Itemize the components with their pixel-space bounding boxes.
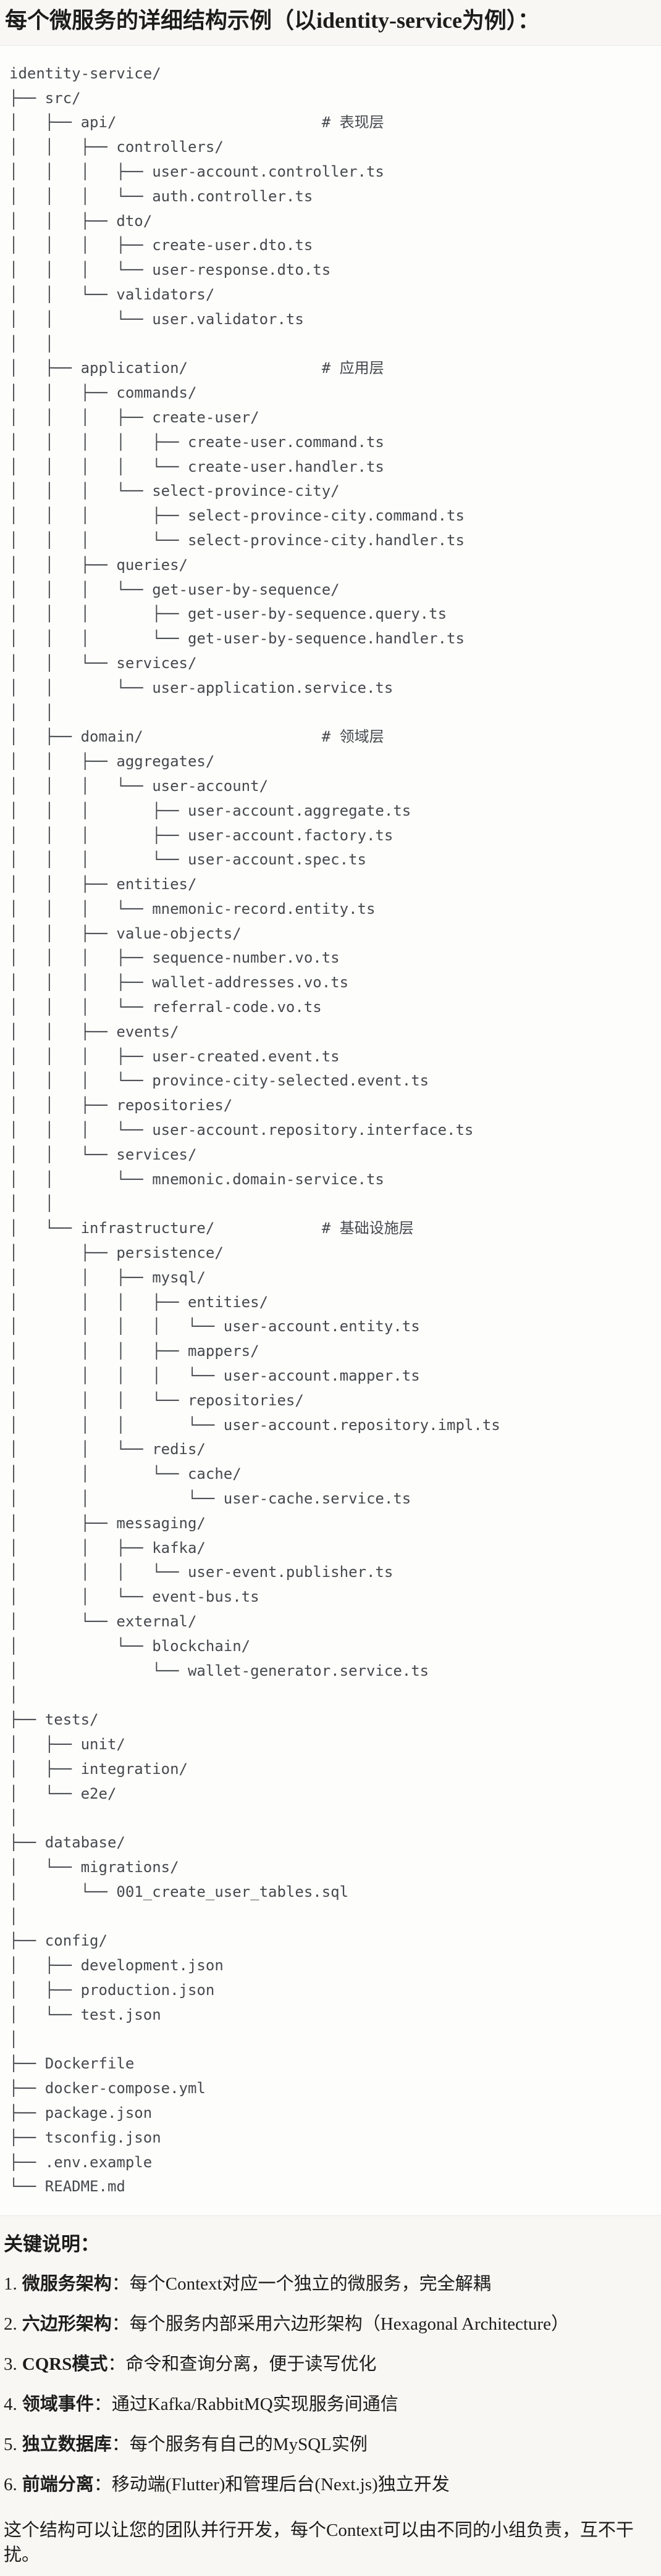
note-item-desc: 命令和查询分离，便于读写优化 [125, 2354, 377, 2375]
page-title: 每个微服务的详细结构示例（以identity-service为例）： [5, 8, 540, 33]
note-item-number: 3. [4, 2354, 17, 2375]
note-item-desc: 移动端(Flutter)和管理后台(Next.js)独立开发 [111, 2475, 450, 2495]
note-item-term: 微服务架构 [22, 2274, 112, 2294]
notes-heading: 关键说明： [4, 2233, 99, 2256]
page-header: 每个微服务的详细结构示例（以identity-service为例）： [0, 0, 661, 35]
note-item-number: 6. [4, 2475, 17, 2495]
note-item-desc: 每个服务有自己的MySQL实例 [129, 2435, 368, 2455]
note-item-separator: ： [111, 2314, 130, 2335]
note-item-desc: 通过Kafka/RabbitMQ实现服务间通信 [111, 2394, 398, 2415]
note-item-term: 六边形架构 [22, 2314, 112, 2335]
notes-section: 关键说明： 1.微服务架构：每个Context对应一个独立的微服务，完全解耦 2… [0, 2232, 661, 2576]
note-item-separator: ： [93, 2475, 112, 2495]
closing-paragraph: 这个结构可以让您的团队并行开发，每个Context可以由不同的小组负责，互不干扰… [4, 2520, 634, 2566]
note-item-number: 1. [4, 2274, 17, 2294]
note-item-term: CQRS模式 [22, 2354, 108, 2375]
note-item-desc: 每个Context对应一个独立的微服务，完全解耦 [129, 2274, 491, 2294]
note-item: 5.独立数据库：每个服务有自己的MySQL实例 [4, 2432, 657, 2457]
note-item: 4.领域事件：通过Kafka/RabbitMQ实现服务间通信 [4, 2392, 657, 2417]
note-item-separator: ： [93, 2394, 112, 2415]
note-item-number: 5. [4, 2435, 17, 2455]
note-item: 3.CQRS模式：命令和查询分离，便于读写优化 [4, 2352, 657, 2377]
note-item-term: 独立数据库 [22, 2435, 112, 2455]
code-block: identity-service/ ├── src/ │ ├── api/ # … [0, 44, 661, 2217]
note-item-separator: ： [111, 2435, 130, 2455]
directory-tree-text: identity-service/ ├── src/ │ ├── api/ # … [9, 64, 500, 2196]
note-item: 2.六边形架构：每个服务内部采用六边形架构（Hexagonal Architec… [4, 2312, 657, 2336]
note-item-desc: 每个服务内部采用六边形架构（Hexagonal Architecture） [129, 2314, 569, 2335]
note-item-term: 领域事件 [22, 2394, 94, 2415]
note-item-separator: ： [107, 2354, 126, 2375]
note-item-term: 前端分离 [22, 2475, 94, 2495]
note-item: 1.微服务架构：每个Context对应一个独立的微服务，完全解耦 [4, 2272, 657, 2296]
notes-list: 1.微服务架构：每个Context对应一个独立的微服务，完全解耦 2.六边形架构… [4, 2272, 657, 2497]
note-item: 6.前端分离：移动端(Flutter)和管理后台(Next.js)独立开发 [4, 2472, 657, 2497]
note-item-number: 2. [4, 2314, 17, 2335]
note-item-number: 4. [4, 2394, 17, 2415]
note-item-separator: ： [111, 2274, 130, 2294]
